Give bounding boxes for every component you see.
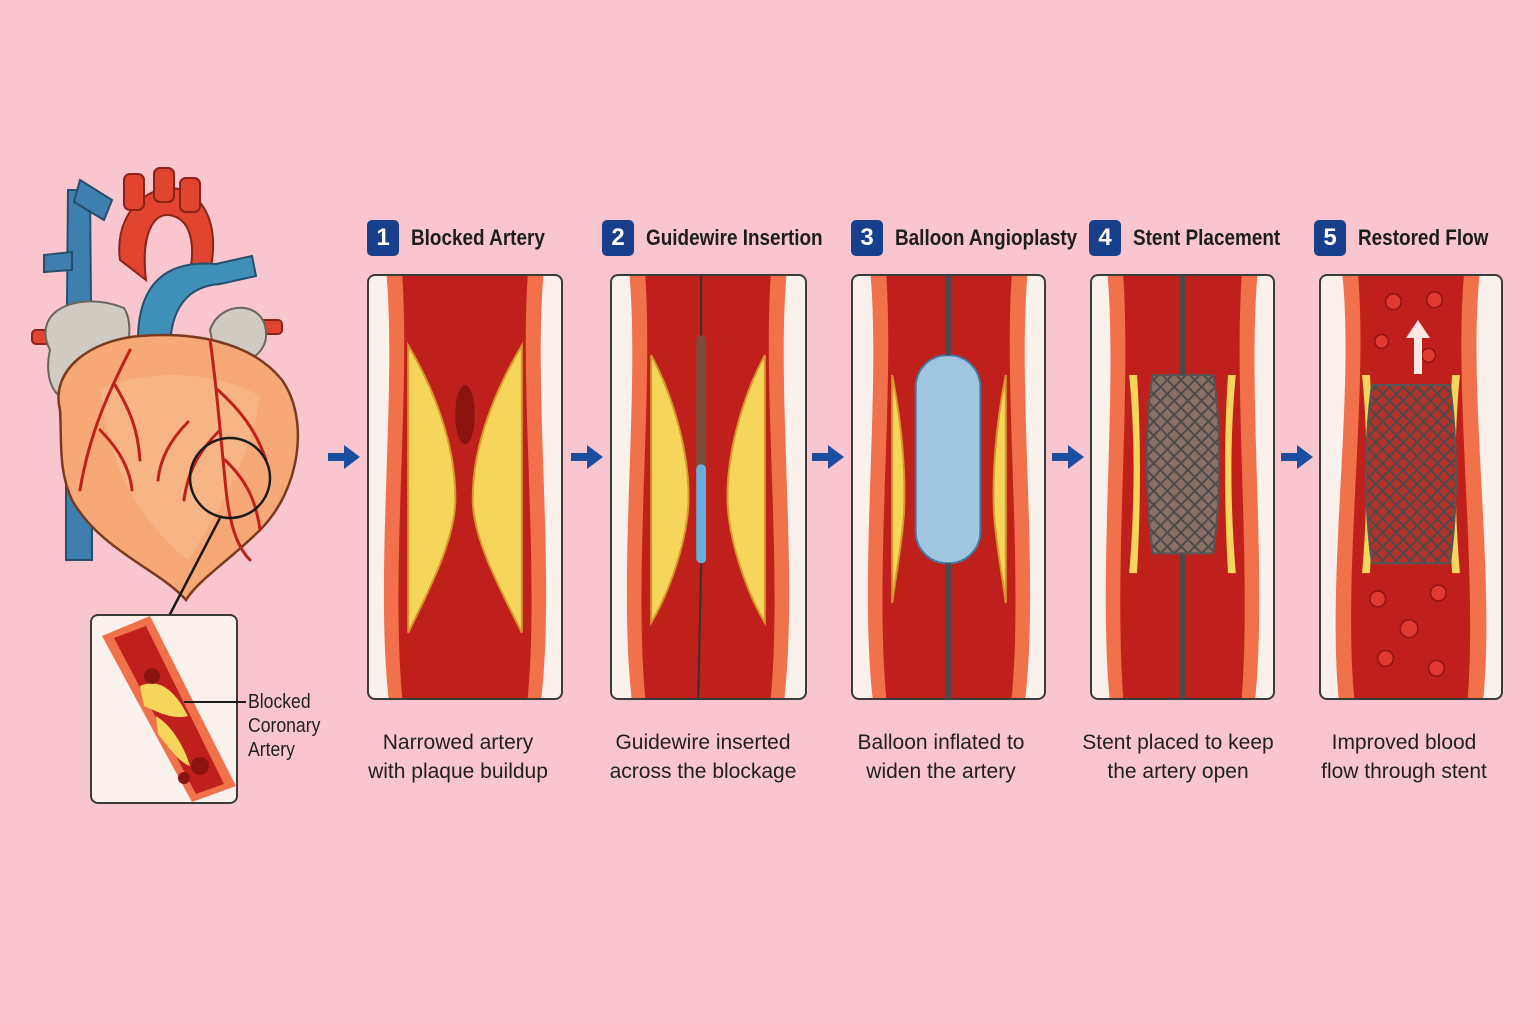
step-2-header: 2 Guidewire Insertion	[602, 218, 851, 258]
heart-illustration	[20, 160, 320, 630]
step-3-caption: Balloon inflated to widen the artery	[857, 731, 1025, 783]
step-3-panel	[851, 274, 1046, 700]
step-4-caption: Stent placed to keep the artery open	[1082, 731, 1274, 783]
right-arrow-icon	[328, 445, 360, 469]
step-1-header: 1 Blocked Artery	[367, 218, 567, 258]
step-4-title: Stent Placement	[1133, 225, 1281, 250]
step-2-caption: Guidewire inserted across the blockage	[609, 731, 797, 783]
inset-pointer-line	[184, 701, 246, 703]
right-arrow-icon	[571, 445, 603, 469]
step-5-caption: Improved blood flow through stent	[1321, 731, 1487, 783]
step-5-header: 5 Restored Flow	[1314, 218, 1510, 258]
step-3-badge: 3	[851, 220, 883, 256]
step-5-panel	[1319, 274, 1503, 700]
up-arrow-icon	[1406, 320, 1430, 374]
step-1-title: Blocked Artery	[411, 225, 545, 250]
step-3-header: 3 Balloon Angioplasty	[851, 218, 1107, 258]
step-2-title: Guidewire Insertion	[646, 225, 823, 250]
right-arrow-icon	[1281, 445, 1313, 469]
right-arrow-icon	[812, 445, 844, 469]
step-2-panel	[610, 274, 807, 700]
step-2-badge: 2	[602, 220, 634, 256]
step-4-panel	[1090, 274, 1275, 700]
step-5-title: Restored Flow	[1358, 225, 1489, 250]
right-arrow-icon	[1052, 445, 1084, 469]
step-1-panel	[367, 274, 563, 700]
step-4-badge: 4	[1089, 220, 1121, 256]
step-1-caption: Narrowed artery with plaque buildup	[368, 731, 548, 783]
blocked-coronary-artery-label: Blocked Coronary Artery	[248, 691, 321, 761]
coronary-artery-inset	[90, 614, 238, 804]
step-4-header: 4 Stent Placement	[1089, 218, 1304, 258]
step-3-title: Balloon Angioplasty	[895, 225, 1078, 250]
step-1-badge: 1	[367, 220, 399, 256]
step-5-badge: 5	[1314, 220, 1346, 256]
